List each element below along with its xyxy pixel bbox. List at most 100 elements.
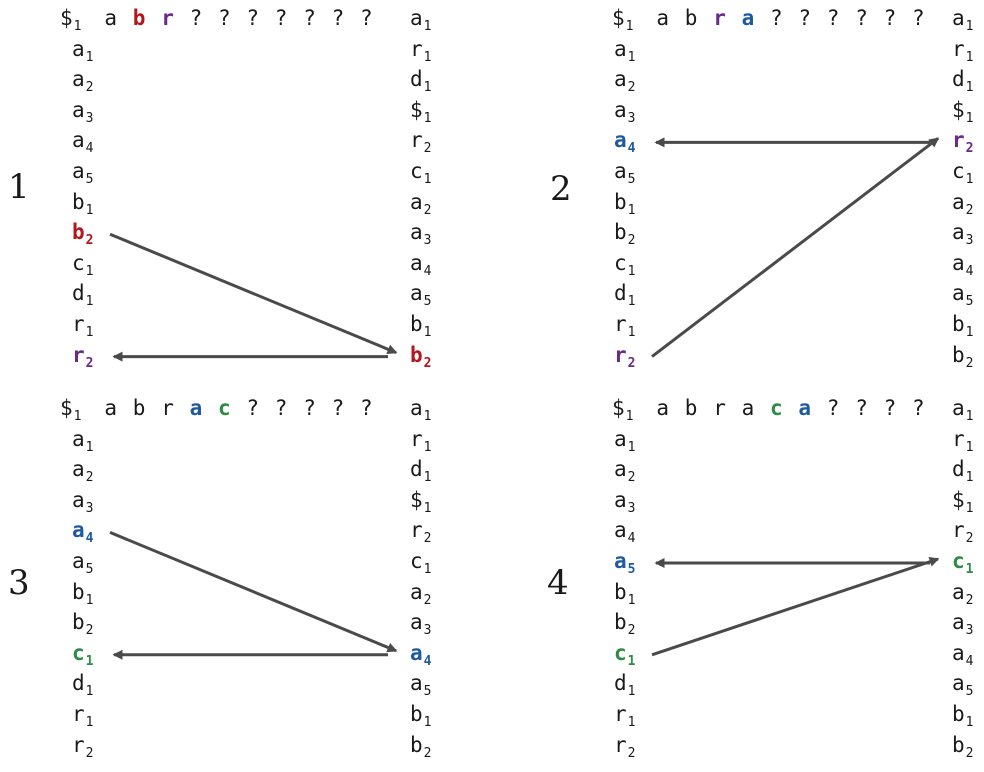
panel-3-header-symbol: ? [332,398,345,419]
panel-2-last-column-entry-char: b [952,312,965,336]
panel-3-first-column-entry-char: d [72,671,85,696]
panel-1-first-column-entry-char: c [72,250,85,275]
panel-2-last-column-entry: a5 [952,283,973,309]
panel-2-header-symbol: a [656,8,669,29]
panel-4-header-symbol: a [742,398,755,419]
panel-2-header-symbol-char: ? [826,6,840,30]
panel-3-arrow-1 [109,531,398,653]
panel-1-header-symbol: a [104,8,117,29]
panel-1-first-column-entry: a1 [72,38,93,64]
panel-3-last-column-entry-subscript: 1 [423,715,432,730]
panel-2-last-column-entry-subscript: 1 [965,80,974,96]
panel-3-last-column-entry: b2 [410,732,431,760]
panel-3-first-column-entry: r2 [72,734,93,760]
panel-2-right-top-subscript: 1 [965,19,974,34]
panel-4-first-column-entry-char: b [614,610,627,635]
panel-1-first-column-entry-char: b [72,189,85,214]
panel-4-header-symbol-char: a [741,396,755,420]
panel-2-header-symbol-char: r [713,6,726,30]
panel-3-header-symbol-char: ? [331,396,345,420]
panel-1-first-column-entry-subscript: 5 [85,172,94,187]
panel-1-first-column-entry-char: a [72,97,85,122]
panel-3-first-column-entry-char: b [72,610,85,635]
panel-2-first-column-entry-char: a [614,36,627,61]
panel-1-last-column-entry: a5 [410,283,431,309]
panel-1-first-column-entry: a2 [72,67,93,95]
panel-number-2: 2 [550,169,572,209]
panel-4-first-column-entry-char: d [614,671,627,696]
panel-4-last-column-entry-subscript: 5 [965,684,974,700]
panel-4-header-symbol: $1 [612,396,633,424]
panel-3-last-column-entry-subscript: 2 [423,592,432,608]
panel-3-header-symbol: r [161,398,174,419]
panel-3-header-symbol-char: $ [60,396,73,420]
panel-4-header-symbol-char: ? [883,396,897,420]
panel-2-last-column-entry-subscript: 4 [965,263,974,279]
panel-3-first-column-entry-char: a [72,487,85,512]
panel-3-header-symbol-char: c [218,396,231,420]
panel-4-first-column-entry: a5 [614,551,635,577]
panel-4-first-column-entry-subscript: 1 [627,592,636,608]
panel-4-header-symbol: r [713,398,726,419]
panel-3-last-column-entry: a4 [410,642,431,668]
panel-3-first-column-entry-char: c [72,640,85,665]
panel-4-header-symbol-subscript: 1 [625,409,634,424]
panel-4-last-column-entry-char: a [952,640,965,665]
panel-3-first-column-entry-char: b [72,579,85,604]
panel-3-first-column-entry-char: r [72,702,85,726]
panel-4-first-column-entry-char: r [614,732,627,757]
panel-4-last-column-entry-char: a [952,671,965,696]
panel-3-first-column-entry-subscript: 1 [85,715,94,730]
panel-1-last-column-entry-char: r [410,128,423,153]
panel-4-last-column-entry: r1 [952,428,973,454]
panel-1-first-column-entry-char: a [72,67,85,92]
panel-4-header-symbol-char: a [656,396,670,420]
panel-1-last-column-entry-char: $ [410,97,423,122]
panel-4-first-column-entry-subscript: 1 [627,439,636,455]
panel-1-header-symbol-char: r [161,6,174,30]
panel-3-header-symbol-char: a [104,396,118,420]
panel-1-first-column-entry-char: a [72,128,85,153]
panel-2-last-column-entry-subscript: 1 [965,49,974,65]
panel-3-last-column-entry: a3 [410,612,431,638]
panel-1-last-column-entry: $1 [410,97,431,125]
panel-3-first-column-entry: a4 [72,520,93,546]
panel-4-last-column-entry: b1 [952,704,973,730]
panel-4-header-symbol-char: $ [612,396,625,420]
panel-3-last-column-entry-char: d [410,457,423,482]
panel-4-last-column-entry-subscript: 2 [965,592,974,608]
panel-number-3: 3 [8,563,30,603]
panel-2-header-symbol: r [713,8,726,29]
panel-1-header-symbol-char: ? [303,6,316,30]
panel-2-last-column-entry: a4 [952,252,973,278]
panel-4-first-column-entry: b1 [614,581,635,607]
panel-number-4: 4 [547,563,569,603]
panel-3-first-column-entry-subscript: 1 [85,592,94,608]
panel-3-header-symbol: a [104,398,117,419]
panel-3-first-column-entry-subscript: 1 [85,439,94,455]
panel-4-first-column-entry-subscript: 2 [627,623,636,639]
panel-1-first-column-entry-char: a [72,159,85,183]
panel-1-first-column-entry: r2 [72,344,93,370]
panel-2-first-column-entry-subscript: 1 [627,49,636,65]
panel-1-header-symbol-subscript: 1 [73,19,82,34]
panel-2-last-column-entry-char: a [952,189,965,214]
panel-4-last-column-entry-char: d [952,457,965,482]
panel-4-last-column-entry-char: a [952,610,965,635]
panel-4-last-column-entry: r2 [952,520,973,546]
panel-1-first-column-entry-subscript: 1 [85,294,94,310]
panel-2-first-column-entry-char: a [614,128,627,153]
panel-1-header-symbol: b [133,8,146,29]
panel-1-header-symbol: ? [246,8,259,29]
panel-3-last-column-entry: $1 [410,489,431,515]
panel-3-right-top-char: a [410,396,423,420]
panel-4-last-column-entry-subscript: 1 [965,439,974,455]
panel-3-last-column-entry-char: b [410,732,423,757]
panel-1-first-column-entry-char: d [72,281,85,306]
panel-3-last-column-entry: c1 [410,551,431,577]
panel-2-last-column-entry: b2 [952,344,973,370]
panel-2-first-column-entry: c1 [614,252,635,278]
panel-4-header-symbol: ? [884,398,897,419]
panel-2-header-symbol: b [685,8,698,29]
panel-3-last-column-entry-char: r [410,426,423,451]
